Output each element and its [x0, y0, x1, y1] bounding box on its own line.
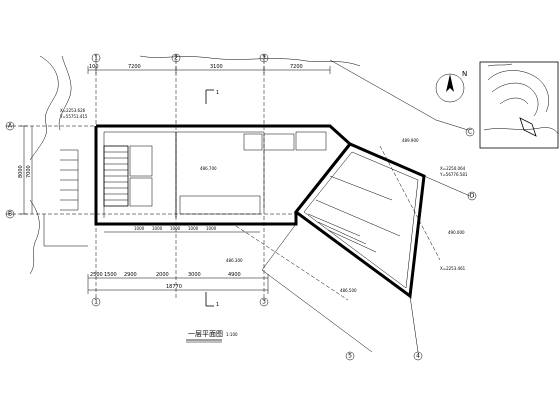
- grid-label-bottom-3: 3: [262, 299, 266, 306]
- interior-dim-4: 1000: [188, 226, 199, 231]
- elevation-5: 489.900: [402, 138, 419, 143]
- interior-dim-1: 1000: [134, 226, 145, 231]
- coordinate-annotations: X=2253.626 Y=55751.415 X=2250.064 Y=5677…: [59, 108, 468, 271]
- grid-label-A: A: [8, 123, 13, 130]
- grid-label-4: 4: [416, 353, 420, 360]
- top-dim-3: 3100: [210, 64, 223, 70]
- stair-block: [103, 145, 153, 207]
- grid-label-C: C: [468, 129, 472, 136]
- left-dim-1: 8000: [18, 165, 24, 178]
- bottom-dim-1: 2500: [90, 272, 103, 278]
- grid-label-bottom-1: 1: [94, 299, 98, 306]
- terrain-contours-top: [139, 55, 361, 67]
- top-dimension-line: 100 7200 3100 7200: [87, 64, 331, 74]
- drawing-title: 一层平面图: [188, 330, 223, 338]
- north-arrow: N: [435, 70, 467, 103]
- grid-label-1: 1: [94, 55, 98, 62]
- left-dimension-line: 8000 7000: [18, 125, 33, 215]
- coord-y-2: Y=56776.581: [439, 172, 468, 177]
- drawing-title-block: 一层平面图 1:100: [186, 330, 238, 343]
- site-key-plan-inset: [479, 61, 559, 149]
- interior-dim-2: 1000: [152, 226, 163, 231]
- coord-x-2: X=2250.064: [440, 166, 466, 171]
- elevation-labels: 486.700 490.000 486.300 486.500 489.900: [200, 138, 465, 293]
- bottom-dim-4: 2000: [156, 272, 169, 278]
- interior-dim-5: 1000: [206, 226, 217, 231]
- left-grid-axes: A B: [5, 121, 300, 219]
- elevation-4: 486.500: [340, 288, 357, 293]
- grid-label-B: B: [8, 211, 12, 218]
- section-mark-bottom: 1: [216, 302, 219, 308]
- interior-dim-3: 1000: [170, 226, 181, 231]
- terrain-contours-left: [29, 55, 72, 275]
- top-grid-axes: 1 2 3: [91, 53, 269, 300]
- bottom-dim-5: 3000: [188, 272, 201, 278]
- coord-y-1: Y=55751.415: [59, 114, 88, 119]
- bottom-grid-axes: 1 3: [91, 297, 269, 307]
- elevation-3: 486.300: [226, 258, 243, 263]
- bottom-dimension-lines: 2500 1500 2900 2000 3000 4900 18770: [87, 272, 269, 294]
- top-dim-2: 7200: [128, 64, 141, 70]
- site-boundary-lines: [235, 59, 471, 353]
- drawing-scale: 1:100: [226, 332, 238, 337]
- bottom-total-dim: 18770: [166, 284, 182, 290]
- section-mark-top: 1: [216, 90, 219, 96]
- grid-label-5: 5: [348, 353, 352, 360]
- right-grid-axes: C D 4 5: [345, 127, 477, 361]
- left-dim-2: 7000: [26, 165, 32, 178]
- interior-partitions: [175, 131, 327, 218]
- elevation-1: 486.700: [200, 166, 217, 171]
- left-entrance-ramp: [43, 149, 88, 247]
- coord-x-3: X=2253.461: [440, 266, 466, 271]
- coord-x-1: X=2253.626: [60, 108, 86, 113]
- elevation-2: 490.000: [448, 230, 465, 235]
- rotated-wing: [293, 142, 426, 299]
- top-dim-1: 100: [89, 64, 99, 70]
- grid-label-2: 2: [174, 55, 178, 62]
- bottom-dim-6: 4900: [228, 272, 241, 278]
- north-label: N: [462, 70, 467, 78]
- main-building-outline: [94, 124, 353, 226]
- bottom-dim-3: 2900: [124, 272, 137, 278]
- bottom-dim-2: 1500: [104, 272, 117, 278]
- section-cut-marks: 1 1: [205, 89, 219, 308]
- grid-label-D: D: [470, 193, 475, 200]
- grid-label-3: 3: [262, 55, 266, 62]
- top-dim-4: 7200: [290, 64, 303, 70]
- interior-dimension-line: 1000 1000 1000 1000 1000: [104, 226, 260, 233]
